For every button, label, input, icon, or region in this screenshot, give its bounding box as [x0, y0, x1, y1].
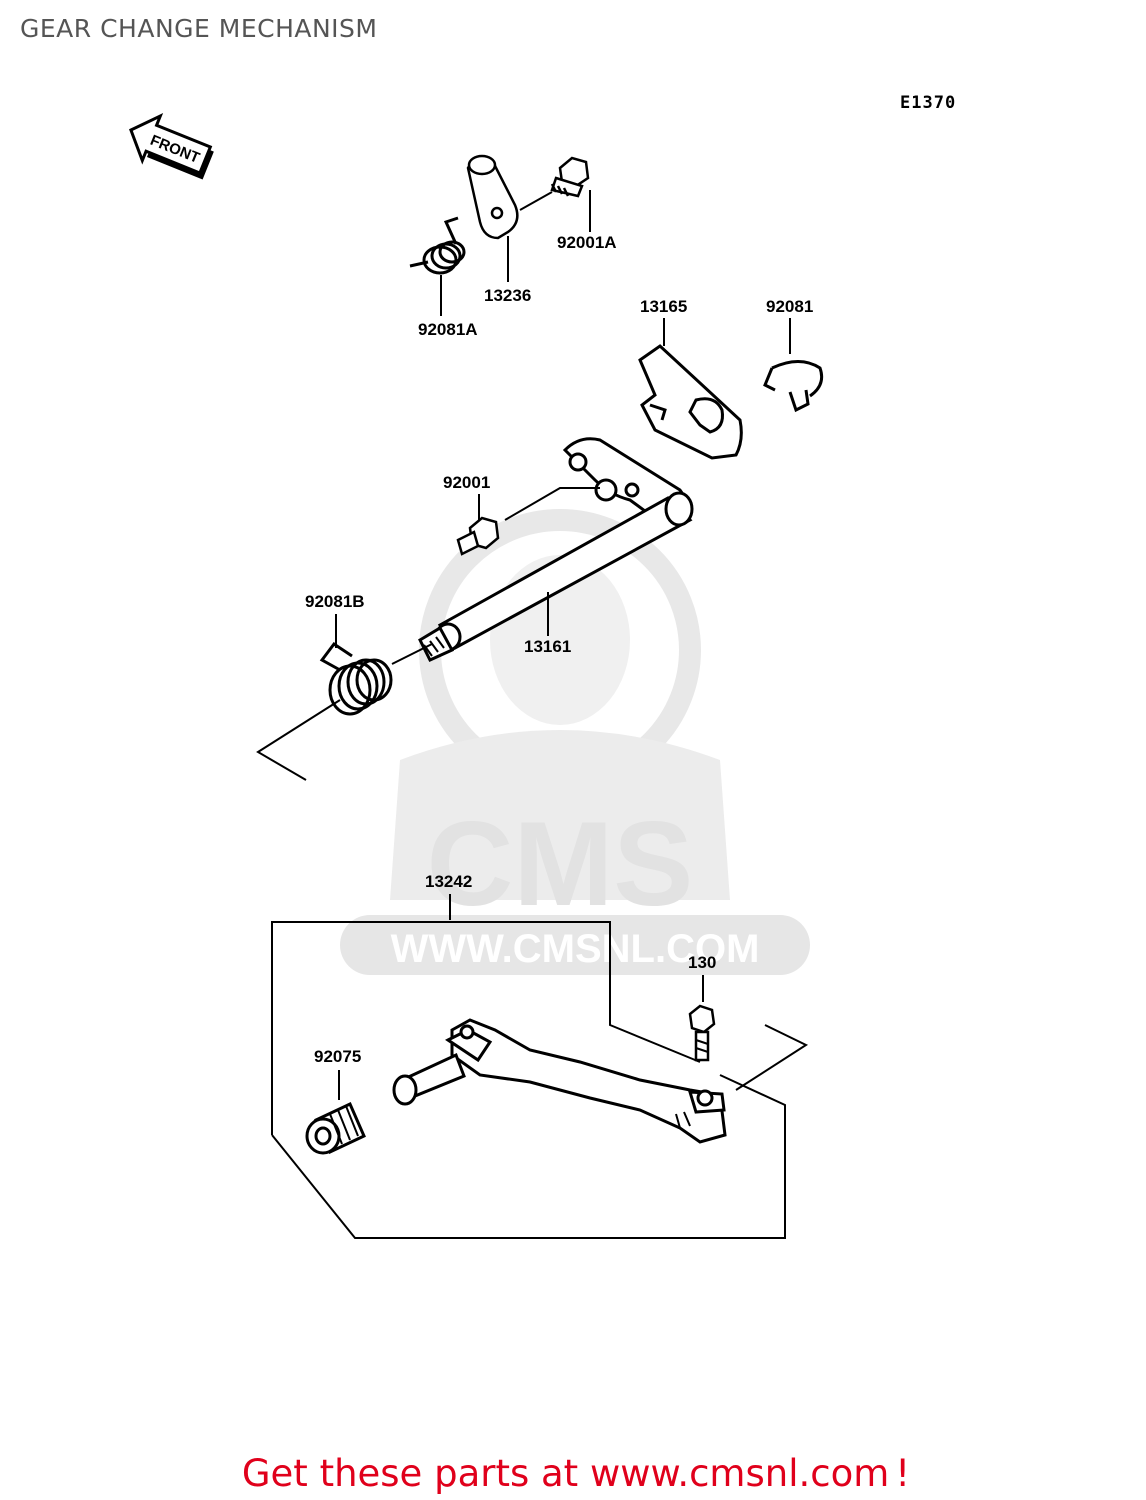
- part-92001-drawing: [456, 516, 500, 556]
- part-label-92081: 92081: [766, 297, 813, 316]
- part-label-130: 130: [688, 953, 716, 972]
- part-label-92075: 92075: [314, 1047, 361, 1066]
- footer-exclamation: !: [895, 1452, 911, 1495]
- part-130-drawing: [688, 1004, 716, 1062]
- part-label-92081B: 92081B: [305, 592, 365, 611]
- part-label-13161: 13161: [524, 637, 571, 656]
- part-label-92001A: 92001A: [557, 233, 617, 252]
- part-92081B-drawing: [319, 641, 393, 716]
- part-label-13165: 13165: [640, 297, 687, 316]
- watermark-brand: CMS: [427, 797, 694, 931]
- watermark-url: WWW.CMSNL.COM: [391, 927, 760, 971]
- part-label-92081A: 92081A: [418, 320, 478, 339]
- footer-promo[interactable]: Get these parts at www.cmsnl.com!: [0, 1452, 1146, 1495]
- part-label-92001: 92001: [443, 473, 490, 492]
- page-title: GEAR CHANGE MECHANISM: [20, 14, 378, 43]
- diagram-code: E1370: [900, 93, 956, 113]
- part-92075-drawing: [305, 1101, 366, 1155]
- cms-watermark: CMS WWW.CMSNL.COM: [340, 509, 810, 975]
- part-92001A-drawing: [550, 156, 590, 198]
- part-13242-drawing: [392, 1018, 727, 1144]
- part-13165-drawing: [638, 344, 743, 460]
- part-13161-drawing: [418, 437, 694, 662]
- part-label-13236: 13236: [484, 286, 531, 305]
- part-label-13242: 13242: [425, 872, 472, 891]
- part-92081-drawing: [763, 360, 824, 413]
- front-arrow-icon: FRONT: [129, 112, 214, 180]
- part-13236-drawing: [466, 154, 519, 240]
- footer-text[interactable]: Get these parts at www.cmsnl.com: [241, 1452, 890, 1495]
- part-92081A-drawing: [409, 216, 466, 275]
